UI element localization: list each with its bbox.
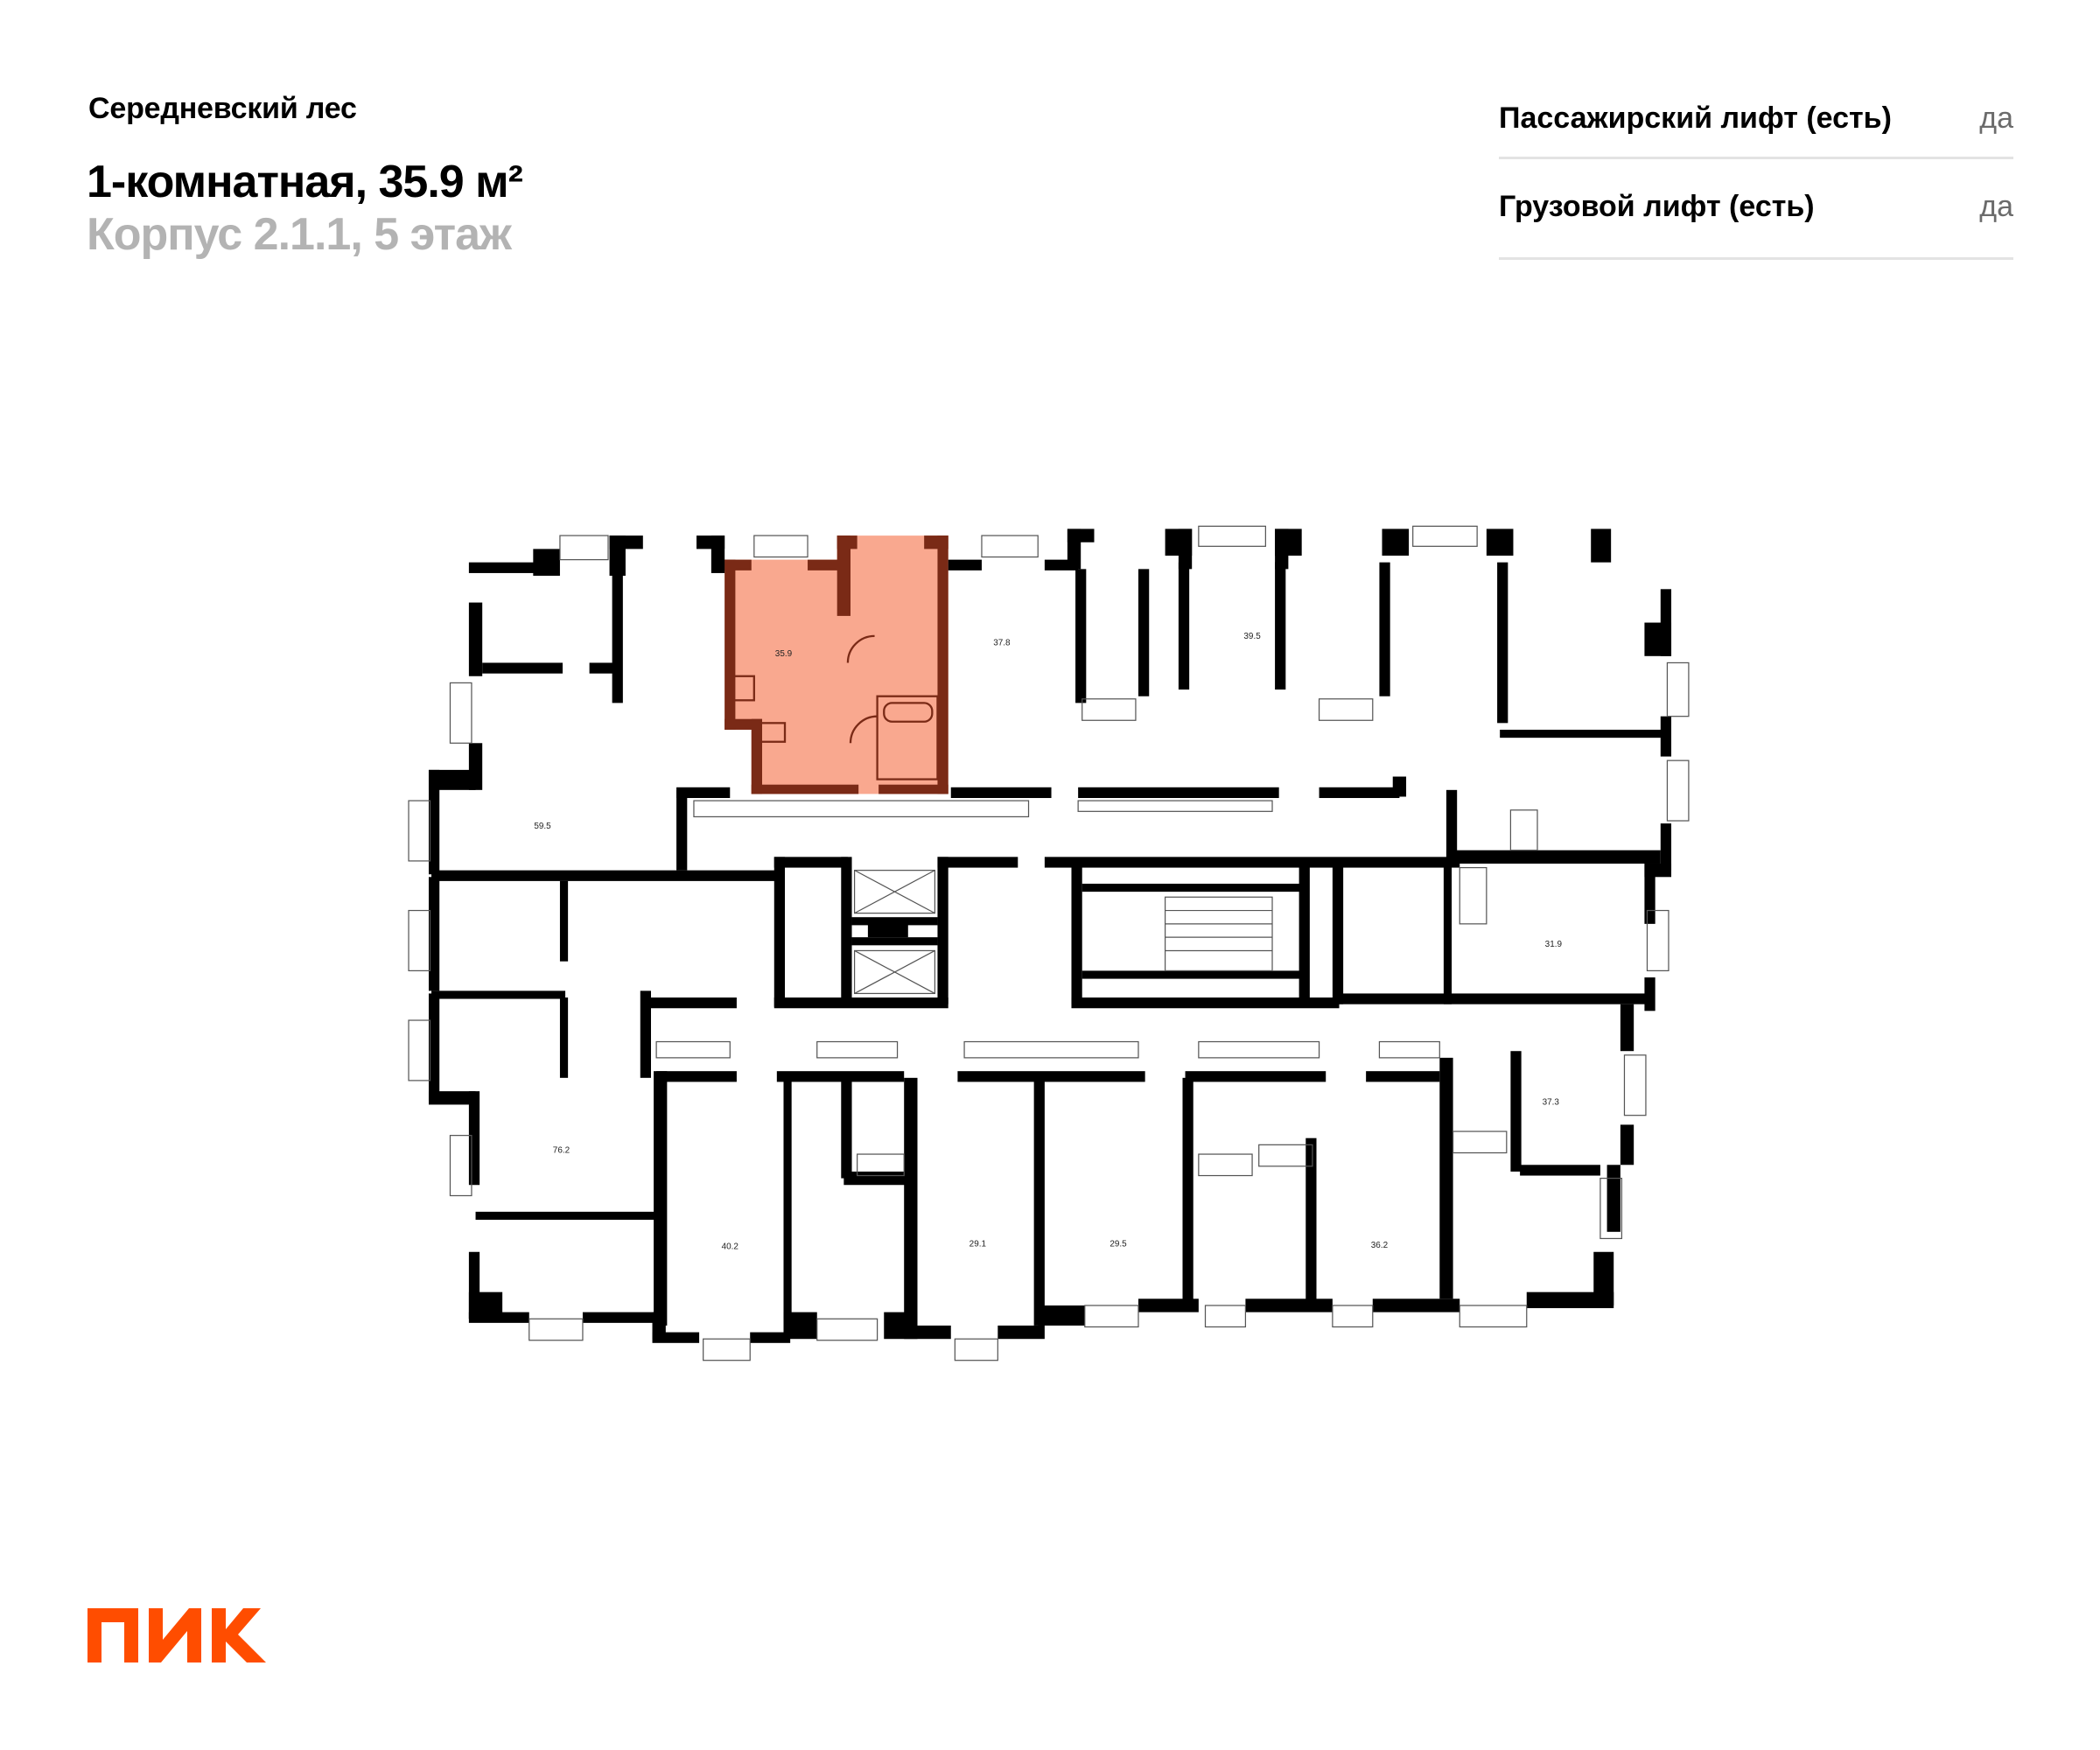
apartment-title: 1-комнатная, 35.9 м²: [87, 157, 523, 207]
area-label: 31.9: [1545, 940, 1563, 949]
windows-and-fixtures: [408, 525, 1690, 1362]
feature-value: да: [1979, 189, 2013, 223]
selected-apartment[interactable]: [724, 536, 948, 794]
features-list: Пассажирский лифт (есть) да Грузовой лиф…: [1499, 84, 2013, 260]
walls: [428, 528, 1672, 1343]
area-label: 29.1: [970, 1240, 987, 1250]
apartment-area-labels: 35.9 37.8 39.5 59.5 31.9 37.3 76.2 40.2 …: [534, 632, 1562, 1252]
area-label: 36.2: [1371, 1241, 1389, 1250]
pik-logo-icon: [88, 1608, 266, 1662]
pik-logo: [88, 1608, 266, 1667]
feature-label: Грузовой лифт (есть): [1499, 189, 1815, 223]
area-label: 59.5: [534, 822, 551, 831]
area-label: 39.5: [1243, 632, 1261, 641]
building-floor-subtitle: Корпус 2.1.1, 5 этаж: [87, 209, 512, 260]
feature-freight-elevator: Грузовой лифт (есть) да: [1499, 159, 2013, 260]
area-label: 37.3: [1543, 1097, 1560, 1107]
project-name: Середневский лес: [88, 92, 357, 125]
area-label: 37.8: [993, 639, 1011, 648]
area-label: 29.5: [1110, 1240, 1127, 1250]
area-label: 40.2: [722, 1242, 739, 1252]
area-label: 76.2: [553, 1146, 570, 1156]
feature-label: Пассажирский лифт (есть): [1499, 102, 1892, 135]
area-label: 35.9: [775, 649, 793, 659]
feature-passenger-elevator: Пассажирский лифт (есть) да: [1499, 84, 2013, 159]
feature-value: да: [1979, 102, 2013, 135]
